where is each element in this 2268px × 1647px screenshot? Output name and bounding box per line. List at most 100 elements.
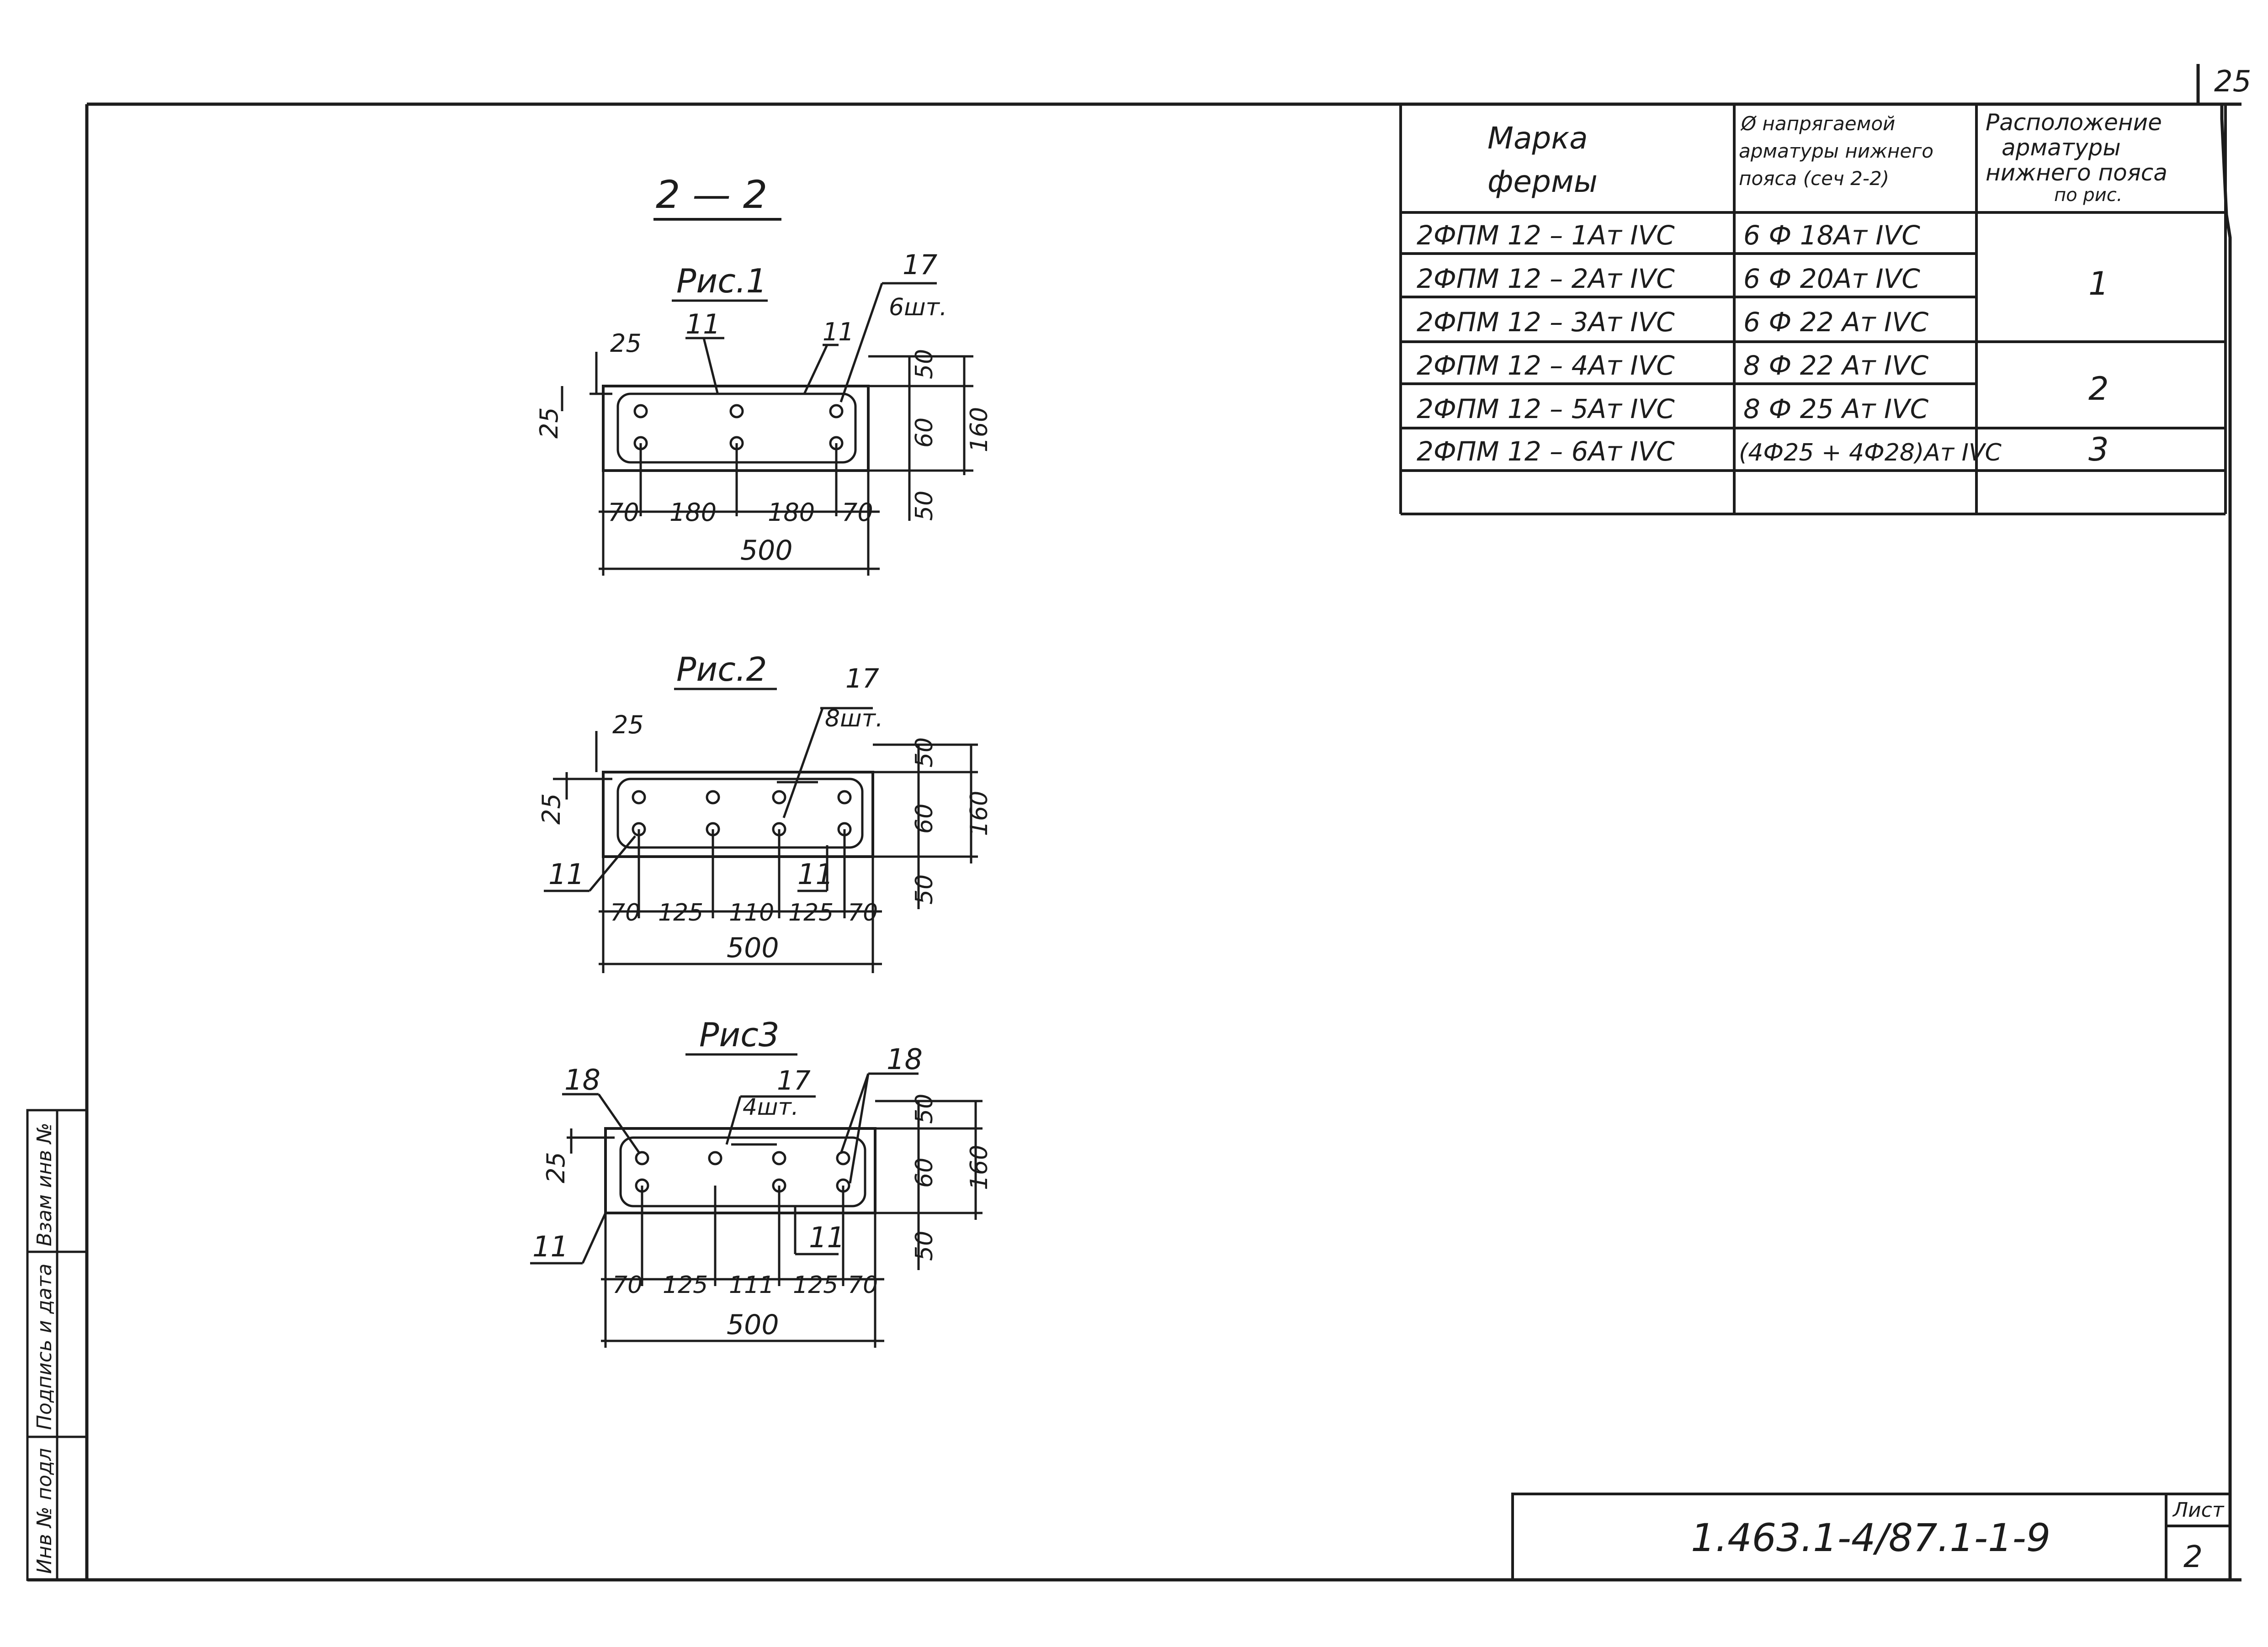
header-rebar-line1: Ø напрягаемой — [1740, 112, 1895, 135]
fig1-dim-total: 500 — [740, 535, 793, 567]
header-rebar-line2: арматуры нижнего — [1739, 140, 1933, 162]
fig2-dim-25-top: 25 — [612, 710, 644, 739]
fig1-callout-11b: 11 — [823, 318, 854, 346]
layout-ref-3: 3 — [2088, 431, 2109, 468]
table-row-rebar: 8 Ф 25 Ат IVС — [1743, 393, 1929, 424]
fig2-dim-total: 500 — [727, 932, 779, 964]
fig3-dim-bottom: 125 — [793, 1271, 838, 1299]
signature-date-label: Подпись и дата — [33, 1264, 56, 1430]
sheet-number: 2 — [2183, 1539, 2203, 1574]
fig1-dim-bottom: 70 — [842, 498, 873, 527]
table-row-mark: 2ФПМ 12 – 2Ат IVС — [1417, 263, 1675, 294]
fig2-dim-bottom: 70 — [848, 899, 878, 927]
fig3-dim-bottom: 125 — [663, 1271, 708, 1299]
fig2-dim-25-left: 25 — [537, 793, 566, 825]
section-title: 2 — 2 — [656, 172, 767, 217]
header-layout-line3: нижнего пояса — [1986, 159, 2167, 186]
side-strip — [26, 1109, 88, 1581]
header-layout-line2: арматуры — [2002, 134, 2121, 161]
fig3-callout-11-right: 11 — [809, 1221, 845, 1254]
fig2-dim-bottom: 70 — [610, 899, 640, 927]
side-strip-labels: Инв № подл Подпись и дата Взам инв № — [33, 1123, 56, 1574]
fig1-dim-60: 60 — [911, 418, 938, 448]
fig2-dim-50-top: 50 — [911, 737, 938, 768]
fig2-bar — [837, 790, 852, 805]
fig1-callout-17: 17 — [903, 249, 937, 281]
fig1-dim-50-top: 50 — [911, 349, 938, 379]
table-row-mark: 2ФПМ 12 – 5Ат IVС — [1417, 393, 1675, 424]
layout-ref-2: 2 — [2088, 370, 2109, 408]
header-mark-line1: Марка — [1487, 121, 1588, 156]
header-rebar-line3: пояса (сеч 2-2) — [1739, 167, 1889, 190]
fig1-dim-25-left: 25 — [535, 407, 563, 439]
fig1-qty: 6шт. — [889, 294, 947, 321]
rebar-table-header: Марка фермы Ø напрягаемой арматуры нижне… — [1487, 109, 2167, 206]
fig2-qty: 8шт. — [825, 705, 883, 732]
header-layout-line1: Расположение — [1986, 109, 2162, 136]
fig2-dim-bottom: 110 — [729, 899, 774, 927]
inv-no-label: Инв № подл — [33, 1448, 56, 1574]
fig3-dim-25-left: 25 — [542, 1152, 570, 1183]
fig3-stirrup — [619, 1136, 866, 1207]
header-mark-line2: фермы — [1487, 164, 1598, 199]
rebar-table-grid — [1399, 104, 2227, 515]
replace-inv-label: Взам инв № — [33, 1123, 56, 1246]
fig3-bar — [772, 1151, 786, 1165]
fig2-beam-section — [602, 771, 874, 858]
fig3-bar — [836, 1151, 850, 1165]
fig3-qty: 4шт. — [743, 1094, 799, 1120]
fig3-dim-60: 60 — [911, 1158, 938, 1188]
layout-ref-1: 1 — [2088, 265, 2109, 302]
fig2-bar — [706, 790, 720, 805]
table-row-rebar: 8 Ф 22 Ат IVС — [1743, 350, 1929, 381]
fig1-dim-25-top: 25 — [610, 329, 642, 358]
fig2-dim-bottom: 125 — [788, 899, 834, 927]
figure-2: Рис.2 — [537, 650, 993, 973]
title-block — [1511, 1493, 2231, 1581]
table-row-rebar: 6 Ф 22 Ат IVС — [1743, 307, 1929, 338]
fig3-bar — [635, 1151, 649, 1165]
rebar-table-rows: 2ФПМ 12 – 1Ат IVС 6 Ф 18Ат IVС 2ФПМ 12 –… — [1417, 220, 2109, 468]
table-row-mark: 2ФПМ 12 – 6Ат IVС — [1417, 436, 1675, 467]
fig3-callout-18-right: 18 — [887, 1043, 923, 1076]
fig2-callout-11-left: 11 — [548, 858, 584, 891]
drawing-code: 1.463.1-4/87.1-1-9 — [1691, 1515, 2050, 1560]
fig1-title: Рис.1 — [676, 262, 767, 300]
fig2-stirrup — [616, 778, 864, 849]
fig3-title: Рис3 — [699, 1016, 780, 1054]
fig3-callout-18-left: 18 — [564, 1063, 600, 1096]
fig1-dim-bottom: 180 — [669, 498, 717, 527]
fig2-callout-17: 17 — [845, 663, 879, 694]
fig3-callout-17: 17 — [777, 1065, 811, 1096]
fig2-dim-160: 160 — [966, 791, 993, 836]
fig1-bar — [729, 404, 744, 418]
fig3-dim-bottom: 111 — [729, 1271, 774, 1299]
fig2-callout-11-right: 11 — [797, 858, 834, 891]
sheet-label: Лист — [2172, 1499, 2225, 1522]
fig1-bar — [633, 404, 648, 418]
fig3-dim-bottom: 70 — [612, 1271, 643, 1299]
fig1-dim-bottom: 180 — [768, 498, 815, 527]
fig3-beam-section — [604, 1127, 876, 1214]
header-layout-line4: по рис. — [2054, 185, 2122, 206]
table-row-mark: 2ФПМ 12 – 3Ат IVС — [1417, 307, 1675, 338]
table-row-rebar: 6 Ф 20Ат IVС — [1743, 263, 1920, 294]
fig2-title: Рис.2 — [676, 650, 767, 688]
fig1-dim-160: 160 — [966, 407, 993, 452]
fig3-dim-total: 500 — [727, 1309, 779, 1341]
fig3-dim-50-bottom: 50 — [911, 1231, 938, 1261]
fig2-dim-50-bottom: 50 — [911, 874, 938, 905]
fig1-dim-50-bottom: 50 — [911, 491, 938, 521]
fig2-bar — [632, 790, 646, 805]
figure-3: Рис3 — [530, 1016, 993, 1348]
fig3-bar — [708, 1151, 722, 1165]
table-row-mark: 2ФПМ 12 – 4Ат IVС — [1417, 350, 1675, 381]
figure-1: Рис.1 — [535, 249, 993, 576]
table-row-rebar: (4Ф25 + 4Ф28)Ат IVС — [1739, 439, 2002, 466]
table-row-mark: 2ФПМ 12 – 1Ат IVС — [1417, 220, 1675, 251]
table-row-rebar: 6 Ф 18Ат IVС — [1743, 220, 1920, 251]
fig1-bar — [829, 404, 844, 418]
fig2-dim-60: 60 — [911, 804, 938, 834]
fig3-callout-11-left: 11 — [532, 1230, 568, 1263]
fig1-dim-bottom: 70 — [608, 498, 639, 527]
